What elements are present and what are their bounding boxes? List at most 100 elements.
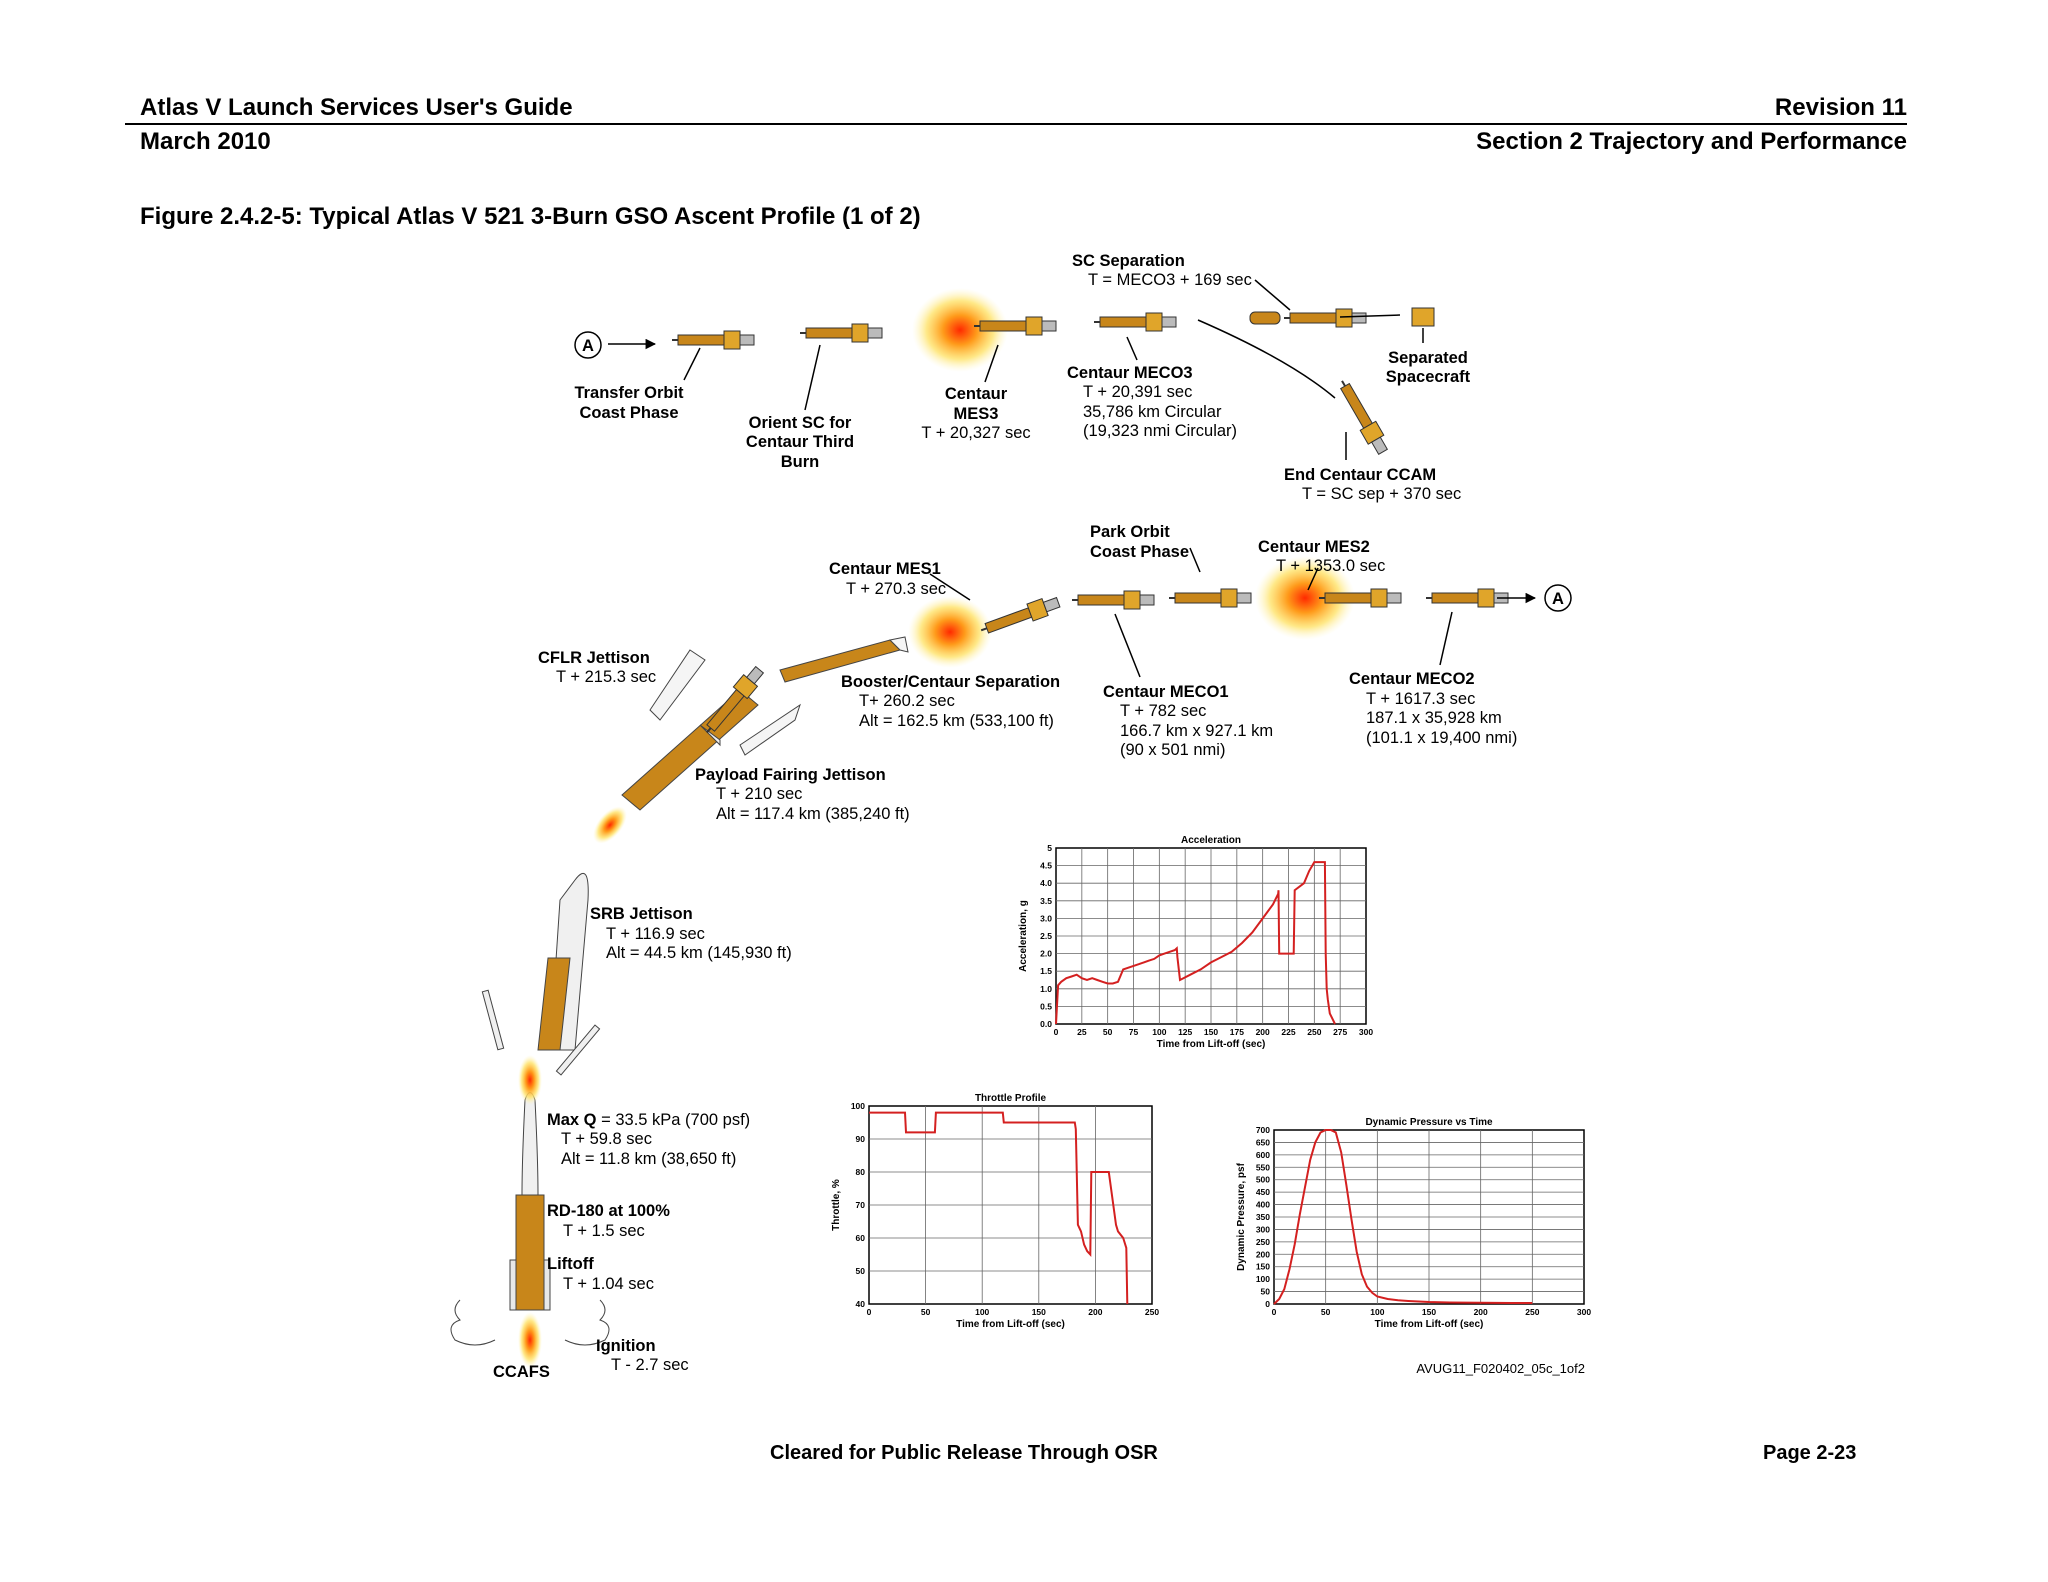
- meco2-time: T + 1617.3 sec: [1366, 690, 1475, 708]
- y-tick-label: 50: [1261, 1287, 1271, 1297]
- cflr-time: T + 215.3 sec: [556, 668, 656, 686]
- connector-a-left: [574, 331, 602, 359]
- x-tick-label: 200: [1256, 1027, 1270, 1037]
- x-tick-label: 0: [1054, 1027, 1059, 1037]
- y-tick-label: 400: [1256, 1200, 1270, 1210]
- x-tick-label: 25: [1077, 1027, 1087, 1037]
- launch-vehicle-liftoff: [450, 1092, 610, 1368]
- y-tick-label: 500: [1256, 1175, 1270, 1185]
- release-statement: Cleared for Public Release Through OSR: [770, 1442, 1158, 1464]
- y-tick-label: 300: [1256, 1224, 1270, 1234]
- connector-a-left-label: A: [582, 337, 594, 355]
- mes2-time: T + 1353.0 sec: [1276, 557, 1385, 575]
- y-tick-label: 100: [851, 1101, 865, 1111]
- y-tick-label: 100: [1256, 1274, 1270, 1284]
- x-tick-label: 300: [1577, 1307, 1591, 1317]
- x-tick-label: 75: [1129, 1027, 1139, 1037]
- figure-ref-code: AVUG11_F020402_05c_1of2: [1416, 1361, 1585, 1376]
- ignition-time: T - 2.7 sec: [611, 1356, 689, 1374]
- plf-time: T + 210 sec: [716, 785, 802, 803]
- figure-title: Figure 2.4.2-5: Typical Atlas V 521 3-Bu…: [140, 203, 921, 230]
- x-tick-label: 100: [1152, 1027, 1166, 1037]
- maxq-alt: Alt = 11.8 km (38,650 ft): [561, 1150, 736, 1168]
- x-tick-label: 225: [1281, 1027, 1295, 1037]
- y-axis-label: Dynamic Pressure, psf: [1236, 1162, 1247, 1270]
- cflr-title: CFLR Jettison: [538, 649, 650, 667]
- x-tick-label: 150: [1204, 1027, 1218, 1037]
- plf-alt: Alt = 117.4 km (385,240 ft): [716, 805, 910, 823]
- series-line: [1055, 861, 1336, 1025]
- y-tick-label: 350: [1256, 1212, 1270, 1222]
- y-tick-label: 0: [1265, 1299, 1270, 1309]
- leader-lines: [608, 279, 1537, 678]
- meco1-orbit: 166.7 km x 927.1 km: [1120, 722, 1273, 740]
- y-tick-label: 40: [856, 1299, 866, 1309]
- y-tick-label: 70: [856, 1200, 866, 1210]
- liftoff-time: T + 1.04 sec: [563, 1275, 654, 1293]
- meco2-orbit: 187.1 x 35,928 km: [1366, 709, 1502, 727]
- meco2-orbit-nmi: (101.1 x 19,400 nmi): [1366, 729, 1517, 747]
- series-line: [1273, 1129, 1533, 1305]
- srb-alt: Alt = 44.5 km (145,930 ft): [606, 944, 792, 962]
- separated-sc-line2: Spacecraft: [1386, 368, 1471, 386]
- transfer-orbit-line2: Coast Phase: [579, 404, 678, 422]
- plf-title: Payload Fairing Jettison: [695, 766, 886, 784]
- y-tick-label: 90: [856, 1134, 866, 1144]
- header-rule: [125, 123, 1907, 125]
- mes3-time: T + 20,327 sec: [921, 424, 1030, 442]
- x-tick-label: 0: [1272, 1307, 1277, 1317]
- y-tick-label: 150: [1256, 1262, 1270, 1272]
- x-tick-label: 250: [1525, 1307, 1539, 1317]
- ignition-title: Ignition: [596, 1337, 656, 1355]
- y-tick-label: 2.0: [1040, 949, 1052, 959]
- transfer-orbit-line1: Transfer Orbit: [574, 384, 684, 402]
- event-labels: SC Separation T = MECO3 + 169 sec Transf…: [493, 252, 1517, 1381]
- booster-sep-time: T+ 260.2 sec: [859, 692, 955, 710]
- y-tick-label: 0.5: [1040, 1001, 1052, 1011]
- meco3-orbit: 35,786 km Circular: [1083, 403, 1222, 421]
- mes1-time: T + 270.3 sec: [846, 580, 946, 598]
- y-tick-label: 250: [1256, 1237, 1270, 1247]
- connector-a-right: [1544, 584, 1572, 612]
- orient-sc-line1: Orient SC for: [749, 414, 852, 432]
- rd180-time: T + 1.5 sec: [563, 1222, 645, 1240]
- maxq-title: Max Q = 33.5 kPa (700 psf): [547, 1111, 750, 1129]
- y-tick-label: 3.5: [1040, 896, 1052, 906]
- rd180-title: RD-180 at 100%: [547, 1202, 670, 1220]
- y-tick-label: 0.0: [1040, 1019, 1052, 1029]
- booster-separation-vehicle: [779, 636, 909, 683]
- y-tick-label: 600: [1256, 1150, 1270, 1160]
- centaur-upper-stages: [671, 307, 1509, 740]
- maxq-value: = 33.5 kPa (700 psf): [597, 1111, 751, 1129]
- x-tick-label: 150: [1032, 1307, 1046, 1317]
- sc-sep-time: T = MECO3 + 169 sec: [1088, 271, 1252, 289]
- park-orbit-line2: Coast Phase: [1090, 543, 1189, 561]
- y-tick-label: 80: [856, 1167, 866, 1177]
- x-tick-label: 150: [1422, 1307, 1436, 1317]
- mes3-line2: MES3: [954, 405, 999, 423]
- y-tick-label: 200: [1256, 1249, 1270, 1259]
- x-tick-label: 200: [1088, 1307, 1102, 1317]
- chart-title: Acceleration: [1181, 835, 1241, 846]
- chart-title: Dynamic Pressure vs Time: [1365, 1117, 1493, 1128]
- booster-sep-title: Booster/Centaur Separation: [841, 673, 1060, 691]
- liftoff-title: Liftoff: [547, 1255, 594, 1273]
- booster-sep-alt: Alt = 162.5 km (533,100 ft): [859, 712, 1054, 730]
- x-axis-label: Time from Lift-off (sec): [1157, 1039, 1266, 1050]
- meco3-title: Centaur MECO3: [1067, 364, 1193, 382]
- y-tick-label: 4.5: [1040, 861, 1052, 871]
- doc-date: March 2010: [140, 128, 271, 155]
- launch-vehicle-srb-phase: [481, 872, 601, 1105]
- x-tick-label: 50: [1103, 1027, 1113, 1037]
- y-tick-label: 5: [1047, 843, 1052, 853]
- ccam-title: End Centaur CCAM: [1284, 466, 1436, 484]
- mes1-flame: [908, 596, 992, 668]
- sc-sep-title: SC Separation: [1072, 252, 1185, 270]
- meco1-time: T + 782 sec: [1120, 702, 1206, 720]
- mes2-title: Centaur MES2: [1258, 538, 1370, 556]
- chart-title: Throttle Profile: [975, 1093, 1047, 1104]
- y-tick-label: 1.5: [1040, 966, 1052, 976]
